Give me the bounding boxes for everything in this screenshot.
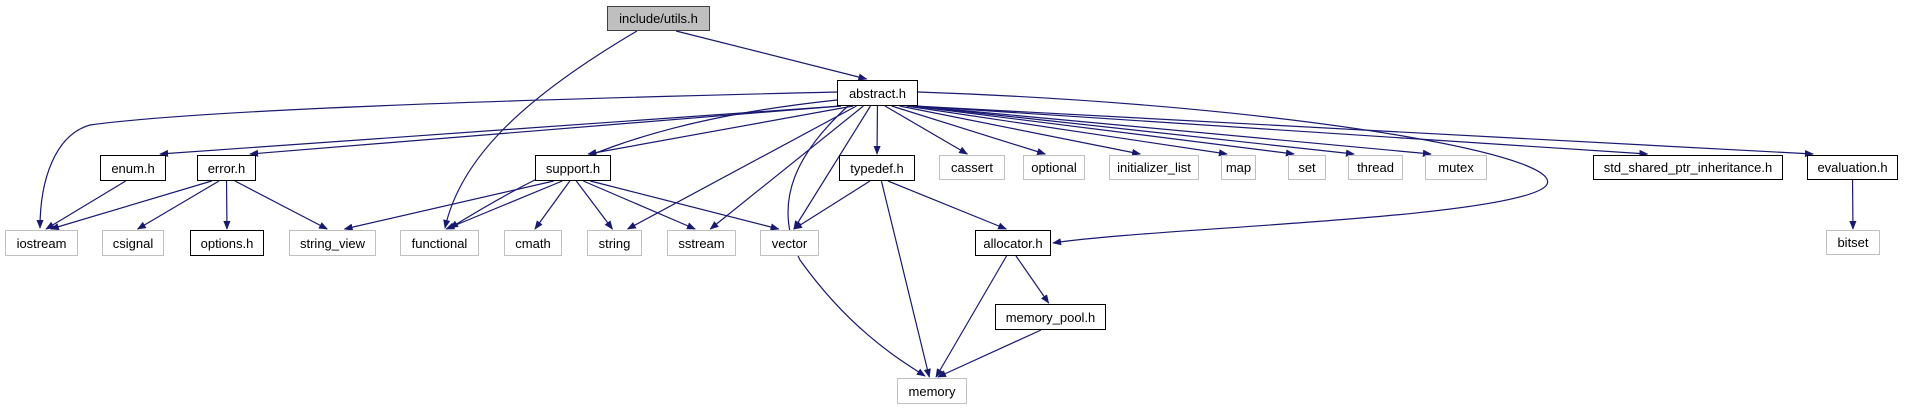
edge-utils-to-functional xyxy=(443,30,638,229)
edge-abstract-to-enum xyxy=(159,105,842,158)
node-support[interactable]: support.h xyxy=(535,155,611,181)
node-memory: memory xyxy=(897,378,967,404)
edge-typedef-to-memory xyxy=(880,180,931,378)
node-csignal: csignal xyxy=(102,230,164,256)
edge-abstract-to-vector xyxy=(793,105,871,230)
edge-support-to-vector xyxy=(590,180,780,231)
edge-allocator-to-memory xyxy=(935,255,1008,378)
node-string-view: string_view xyxy=(289,230,376,256)
edge-error-to-iostream xyxy=(49,180,212,231)
edge-support-to-functional xyxy=(445,180,563,230)
edge-abstract-to-thread xyxy=(913,105,1355,157)
edge-abstract-to-iostream xyxy=(36,91,838,229)
edge-abstract-to-cassert xyxy=(884,105,969,155)
edge-allocator-to-memory_pool xyxy=(1015,255,1050,304)
edge-abstract-to-set xyxy=(911,105,1295,157)
edge-abstract-to-allocator xyxy=(917,91,1549,246)
node-optional: optional xyxy=(1023,155,1085,180)
edge-abstract-to-functional xyxy=(449,99,838,229)
node-cmath: cmath xyxy=(504,230,562,256)
node-abstract[interactable]: abstract.h xyxy=(837,80,918,106)
edge-abstract-to-evaluation xyxy=(913,105,1814,158)
edge-memory_pool-to-memory xyxy=(937,329,1042,378)
node-typedef[interactable]: typedef.h xyxy=(839,155,915,181)
edge-abstract-to-optional xyxy=(891,105,1047,156)
edge-abstract-to-initializer_list xyxy=(899,105,1142,156)
node-functional: functional xyxy=(400,230,479,256)
node-sstream: sstream xyxy=(667,230,736,256)
edge-abstract-to-error xyxy=(249,105,842,157)
node-thread: thread xyxy=(1348,155,1403,180)
edge-support-to-sstream xyxy=(583,180,696,230)
node-string: string xyxy=(587,230,642,256)
node-memory-pool[interactable]: memory_pool.h xyxy=(995,304,1106,330)
node-stdsp[interactable]: std_shared_ptr_inheritance.h xyxy=(1593,155,1783,180)
node-cassert: cassert xyxy=(939,155,1005,180)
node-utils[interactable]: include/utils.h xyxy=(607,6,710,31)
edge-support-to-string_view xyxy=(343,180,554,231)
edge-support-to-cmath xyxy=(534,180,571,230)
node-enum[interactable]: enum.h xyxy=(100,155,166,181)
edge-error-to-csignal xyxy=(136,180,220,230)
node-vector: vector xyxy=(760,230,819,256)
edge-abstract-to-support xyxy=(587,105,854,157)
edge-support-to-string xyxy=(575,180,613,230)
node-set: set xyxy=(1288,155,1326,180)
node-mutex: mutex xyxy=(1425,155,1487,180)
node-map: map xyxy=(1221,155,1256,180)
node-iostream: iostream xyxy=(5,230,78,256)
edge-abstract-to-stdsp xyxy=(913,105,1649,158)
edge-utils-to-abstract xyxy=(675,30,868,81)
edge-typedef-to-vector xyxy=(793,180,871,230)
edge-abstract-to-string xyxy=(626,105,857,230)
node-evaluation[interactable]: evaluation.h xyxy=(1807,155,1898,180)
node-allocator[interactable]: allocator.h xyxy=(975,230,1051,256)
node-options[interactable]: options.h xyxy=(190,230,264,256)
edge-typedef-to-allocator xyxy=(887,180,1008,230)
edge-enum-to-iostream xyxy=(45,180,126,230)
edge-abstract-to-sstream xyxy=(709,105,864,230)
edge-abstract-to-memory xyxy=(787,105,926,377)
edge-abstract-to-map xyxy=(906,105,1228,157)
edge-abstract-to-mutex xyxy=(913,105,1432,157)
node-initializer-list: initializer_list xyxy=(1109,155,1199,180)
edge-error-to-string_view xyxy=(234,180,328,230)
edges-layer xyxy=(36,30,1857,378)
node-error[interactable]: error.h xyxy=(197,155,256,181)
node-bitset: bitset xyxy=(1826,230,1880,255)
